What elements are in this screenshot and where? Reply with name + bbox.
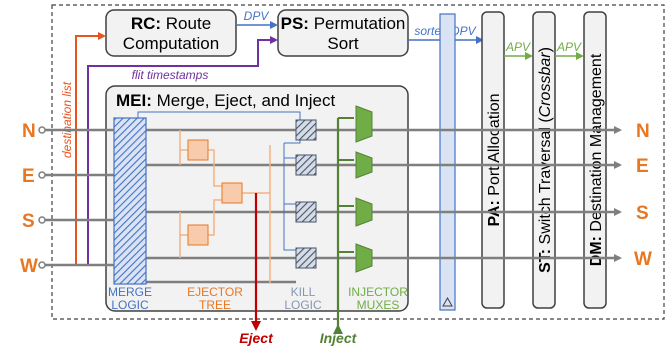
ejector-tree-label-1: EJECTOR bbox=[187, 285, 243, 299]
port-left-e: E bbox=[22, 166, 35, 187]
rc-line1: RC: Route bbox=[131, 14, 211, 33]
kill-cell-1 bbox=[295, 119, 317, 141]
pipeline-register bbox=[439, 13, 456, 311]
ejector-cell-2 bbox=[187, 224, 209, 246]
kill-cell-3 bbox=[295, 201, 317, 223]
input-port-dots bbox=[38, 126, 46, 269]
rc-line2: Computation bbox=[123, 34, 219, 53]
pa-label: PA: Port Allocation bbox=[486, 93, 503, 226]
dm-bar bbox=[583, 11, 607, 309]
port-right-e: E bbox=[636, 156, 649, 177]
merge-logic-block bbox=[113, 117, 147, 285]
inject-branches bbox=[338, 117, 354, 253]
ejector-tree-label-2: TREE bbox=[199, 298, 231, 312]
apv-label-2: APV bbox=[556, 40, 582, 54]
flit-timestamps-label: flit timestamps bbox=[132, 68, 209, 82]
inject-arrow-head bbox=[333, 324, 343, 334]
dm-label: DM: Destination Management bbox=[588, 53, 605, 266]
destination-list-label: destination list bbox=[60, 81, 74, 158]
ps-line2: Sort bbox=[327, 34, 358, 53]
injector-mux-1 bbox=[355, 105, 373, 143]
ejector-cell-1 bbox=[187, 139, 209, 161]
injector-mux-2 bbox=[355, 151, 373, 179]
ejector-cell-3 bbox=[221, 182, 243, 204]
mei-title: MEI: Merge, Eject, and Inject bbox=[116, 91, 335, 110]
port-left-w: W bbox=[20, 256, 38, 277]
st-label: ST: Switch Traversal (Crossbar) bbox=[537, 47, 554, 273]
eject-label: Eject bbox=[239, 330, 274, 346]
flit-timestamps-wire bbox=[87, 36, 278, 265]
kill-logic-label-1: KILL bbox=[291, 285, 316, 299]
kill-cell-4 bbox=[295, 247, 317, 269]
dpv-label: DPV bbox=[244, 9, 270, 23]
pa-bar bbox=[481, 11, 505, 309]
injector-muxes bbox=[355, 105, 373, 273]
injector-muxes-label-2: MUXES bbox=[357, 298, 400, 312]
ps-line1: PS: Permutation bbox=[281, 14, 406, 33]
router-boundary bbox=[51, 4, 665, 320]
kill-cell-2 bbox=[295, 154, 317, 176]
injector-muxes-label-1: INJECTOR bbox=[348, 285, 408, 299]
port-right-s: S bbox=[636, 203, 649, 224]
merge-logic-label-2: LOGIC bbox=[111, 298, 149, 312]
st-bar bbox=[532, 11, 556, 309]
injector-mux-3 bbox=[355, 197, 373, 227]
merge-logic-label-1: MERGE bbox=[108, 285, 152, 299]
kill-logic-label-2: LOGIC bbox=[284, 298, 322, 312]
port-left-s: S bbox=[22, 211, 35, 232]
inject-label: Inject bbox=[320, 330, 358, 346]
destination-list-wire bbox=[75, 32, 106, 265]
injector-mux-4 bbox=[355, 243, 373, 273]
kill-control-wires bbox=[137, 111, 301, 251]
datapath-lines bbox=[42, 126, 622, 284]
clock-triangle-icon bbox=[442, 296, 453, 307]
ps-box bbox=[277, 9, 409, 57]
port-right-n: N bbox=[636, 121, 650, 142]
rc-box bbox=[105, 9, 237, 57]
apv-label-1: APV bbox=[505, 40, 531, 54]
port-right-w: W bbox=[634, 249, 652, 270]
port-left-n: N bbox=[22, 121, 36, 142]
